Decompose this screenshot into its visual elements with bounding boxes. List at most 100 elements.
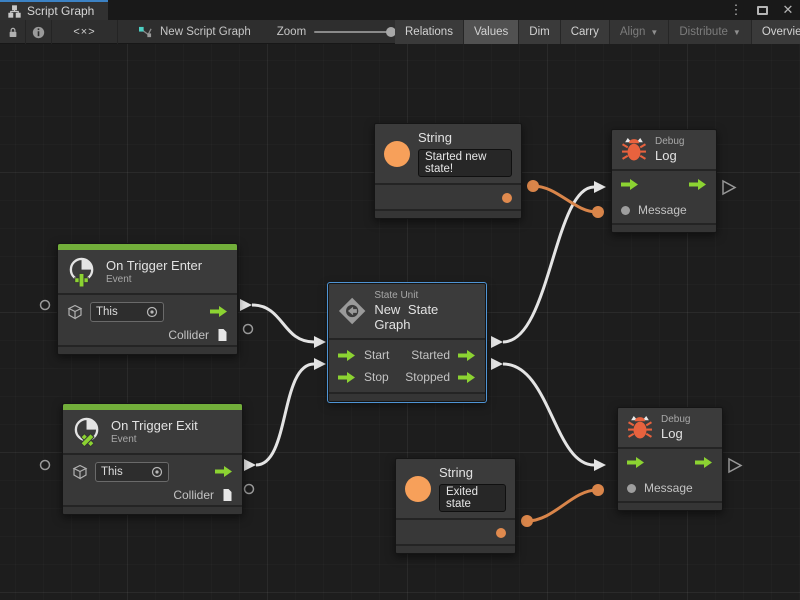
zoom-label: Zoom xyxy=(276,26,307,38)
state-unit-icon xyxy=(338,297,366,325)
chevron-down-icon: ▼ xyxy=(650,27,659,37)
dim-button[interactable]: Dim xyxy=(519,20,561,44)
node-string-top[interactable]: String Started new state! xyxy=(374,123,522,219)
node-body: This Collider xyxy=(58,293,237,345)
string-output-port[interactable] xyxy=(496,528,506,538)
unconnected-flow-port[interactable] xyxy=(728,457,743,474)
node-footer xyxy=(375,209,521,218)
values-button[interactable]: Values xyxy=(463,20,520,44)
node-string-bottom[interactable]: String Exited state xyxy=(395,458,516,554)
flow-out-port[interactable] xyxy=(695,456,713,468)
node-on-trigger-exit[interactable]: On Trigger Exit Event This Collider xyxy=(62,403,243,515)
lock-icon xyxy=(9,27,16,37)
node-debug-bottom[interactable]: Debug Log Message xyxy=(617,407,723,511)
node-subtitle: Event xyxy=(106,274,132,285)
collider-value-icon[interactable] xyxy=(217,328,228,342)
node-header: String Exited state xyxy=(396,459,515,518)
flow-out-port[interactable] xyxy=(689,178,707,190)
flow-in-port[interactable] xyxy=(338,371,356,383)
node-title: Log xyxy=(655,148,677,163)
node-title: Log xyxy=(661,426,683,441)
wire-stopped-to-debug[interactable] xyxy=(502,362,595,467)
node-kind: Debug xyxy=(661,414,691,425)
code-view-toggle[interactable]: <×> xyxy=(52,20,118,44)
info-button[interactable] xyxy=(26,20,52,44)
value-wire-endpoint xyxy=(527,180,539,192)
port-label: Collider xyxy=(168,327,209,342)
toolbar-buttons: Relations Values Dim Carry Align▼ Distri… xyxy=(395,20,800,44)
string-value-input[interactable]: Exited state xyxy=(439,484,506,512)
node-kind: State Unit xyxy=(374,290,419,301)
node-header: Debug Log xyxy=(618,408,722,447)
flow-in-port[interactable] xyxy=(627,456,645,468)
node-body: Message xyxy=(618,447,722,501)
carry-button[interactable]: Carry xyxy=(560,20,610,44)
node-debug-top[interactable]: Debug Log Message xyxy=(611,129,717,233)
target-object-field[interactable]: This xyxy=(95,461,169,482)
object-picker-icon[interactable] xyxy=(146,306,158,318)
flow-in-port[interactable] xyxy=(621,178,639,190)
unconnected-flow-port[interactable] xyxy=(722,179,737,196)
port-label: Start xyxy=(364,348,390,362)
node-kind: Debug xyxy=(655,136,685,147)
node-body: Message xyxy=(612,169,716,223)
tab-script-graph[interactable]: Script Graph xyxy=(0,0,109,20)
target-object-field[interactable]: This xyxy=(90,301,164,322)
graph-canvas[interactable]: String Started new state! Debug xyxy=(0,44,800,600)
value-wire-endpoint xyxy=(592,484,604,496)
lock-button[interactable] xyxy=(0,20,26,44)
node-header: On Trigger Exit Event xyxy=(63,410,242,453)
string-value-input[interactable]: Started new state! xyxy=(418,149,512,177)
flow-out-port[interactable] xyxy=(458,349,476,361)
wire-arrowhead xyxy=(314,336,326,348)
graph-breadcrumb[interactable]: New Script Graph xyxy=(118,20,251,44)
distribute-dropdown[interactable]: Distribute▼ xyxy=(669,20,752,44)
window-menu-icon[interactable]: ⋮ xyxy=(729,2,743,17)
flow-out-port[interactable] xyxy=(215,466,233,477)
unconnected-value-port[interactable] xyxy=(243,483,255,495)
node-footer xyxy=(618,501,722,510)
overview-button[interactable]: Overview xyxy=(751,20,800,44)
zoom-slider-handle[interactable] xyxy=(386,27,397,37)
object-picker-icon[interactable] xyxy=(151,466,163,478)
node-state-unit[interactable]: State Unit New State Graph Start Started… xyxy=(328,283,486,402)
zoom-control: Zoom 1x xyxy=(251,20,415,44)
close-icon[interactable]: ✕ xyxy=(782,2,794,17)
tab-bar: Script Graph ⋮ ✕ xyxy=(0,0,800,20)
chevron-down-icon: ▼ xyxy=(732,27,741,37)
node-title: New State Graph xyxy=(374,302,439,332)
wire-enter-to-start[interactable] xyxy=(251,303,315,344)
flow-out-port[interactable] xyxy=(210,306,228,317)
flow-out-port[interactable] xyxy=(458,371,476,383)
node-title: String xyxy=(418,130,452,145)
message-value-port[interactable] xyxy=(627,483,636,493)
unconnected-value-port[interactable] xyxy=(39,459,51,471)
flow-in-port[interactable] xyxy=(338,349,356,361)
message-value-port[interactable] xyxy=(621,205,630,215)
node-subtitle: Event xyxy=(111,434,137,445)
wire-arrowhead xyxy=(491,358,503,370)
node-footer xyxy=(612,223,716,232)
wire-arrowhead xyxy=(314,358,326,370)
graph-toolbar: <×> New Script Graph Zoom 1x Relations V… xyxy=(0,20,800,44)
toolbar-left-group: <×> New Script Graph Zoom 1x xyxy=(0,20,414,44)
wire-arrowhead xyxy=(244,459,256,471)
align-dropdown[interactable]: Align▼ xyxy=(609,20,670,44)
unconnected-value-port[interactable] xyxy=(39,299,51,311)
string-output-port[interactable] xyxy=(502,193,512,203)
script-graph-icon xyxy=(139,26,152,37)
relations-button[interactable]: Relations xyxy=(395,20,464,44)
unconnected-value-port[interactable] xyxy=(242,323,254,335)
wire-string-to-message-bottom[interactable] xyxy=(526,488,598,523)
bug-icon xyxy=(622,138,646,161)
port-label: Stop xyxy=(364,370,389,384)
maximize-icon[interactable] xyxy=(754,2,770,18)
node-title: On Trigger Enter xyxy=(106,258,203,273)
wire-exit-to-stop[interactable] xyxy=(255,362,315,467)
zoom-slider[interactable] xyxy=(314,27,397,37)
wire-arrowhead xyxy=(594,459,606,471)
wire-arrowhead xyxy=(240,299,252,311)
wire-string-to-message-top[interactable] xyxy=(532,184,598,214)
collider-value-icon[interactable] xyxy=(222,488,233,502)
node-on-trigger-enter[interactable]: On Trigger Enter Event This Collider xyxy=(57,243,238,355)
